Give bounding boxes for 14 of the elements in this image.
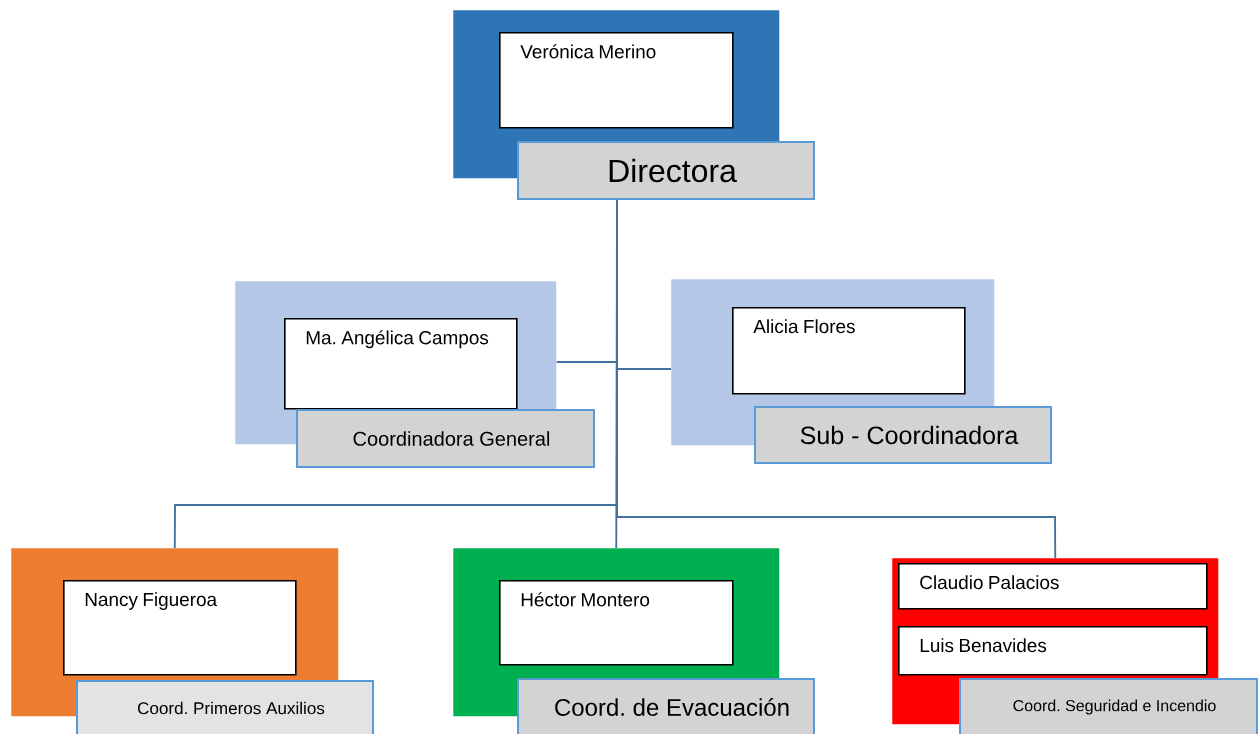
role-box: Coordinadora General <box>296 409 595 468</box>
role-box: Directora <box>517 141 815 200</box>
role-box: Sub - Coordinadora <box>754 406 1052 464</box>
name-box: Héctor Montero <box>499 580 734 666</box>
name-box: Nancy Figueroa <box>63 580 297 676</box>
role-box: Coord. Primeros Auxilios <box>76 680 374 734</box>
connector-line <box>616 199 1057 559</box>
name-box: Luis Benavides <box>898 626 1208 676</box>
name-box: Claudio Palacios <box>898 563 1208 610</box>
name-box: Ma. Angélica Campos <box>284 318 518 410</box>
name-box: Verónica Merino <box>499 32 734 129</box>
role-box: Coord. de Evacuación <box>517 678 815 734</box>
name-box: Alicia Flores <box>732 307 966 395</box>
role-box: Coord. Seguridad e Incendio <box>959 678 1258 734</box>
